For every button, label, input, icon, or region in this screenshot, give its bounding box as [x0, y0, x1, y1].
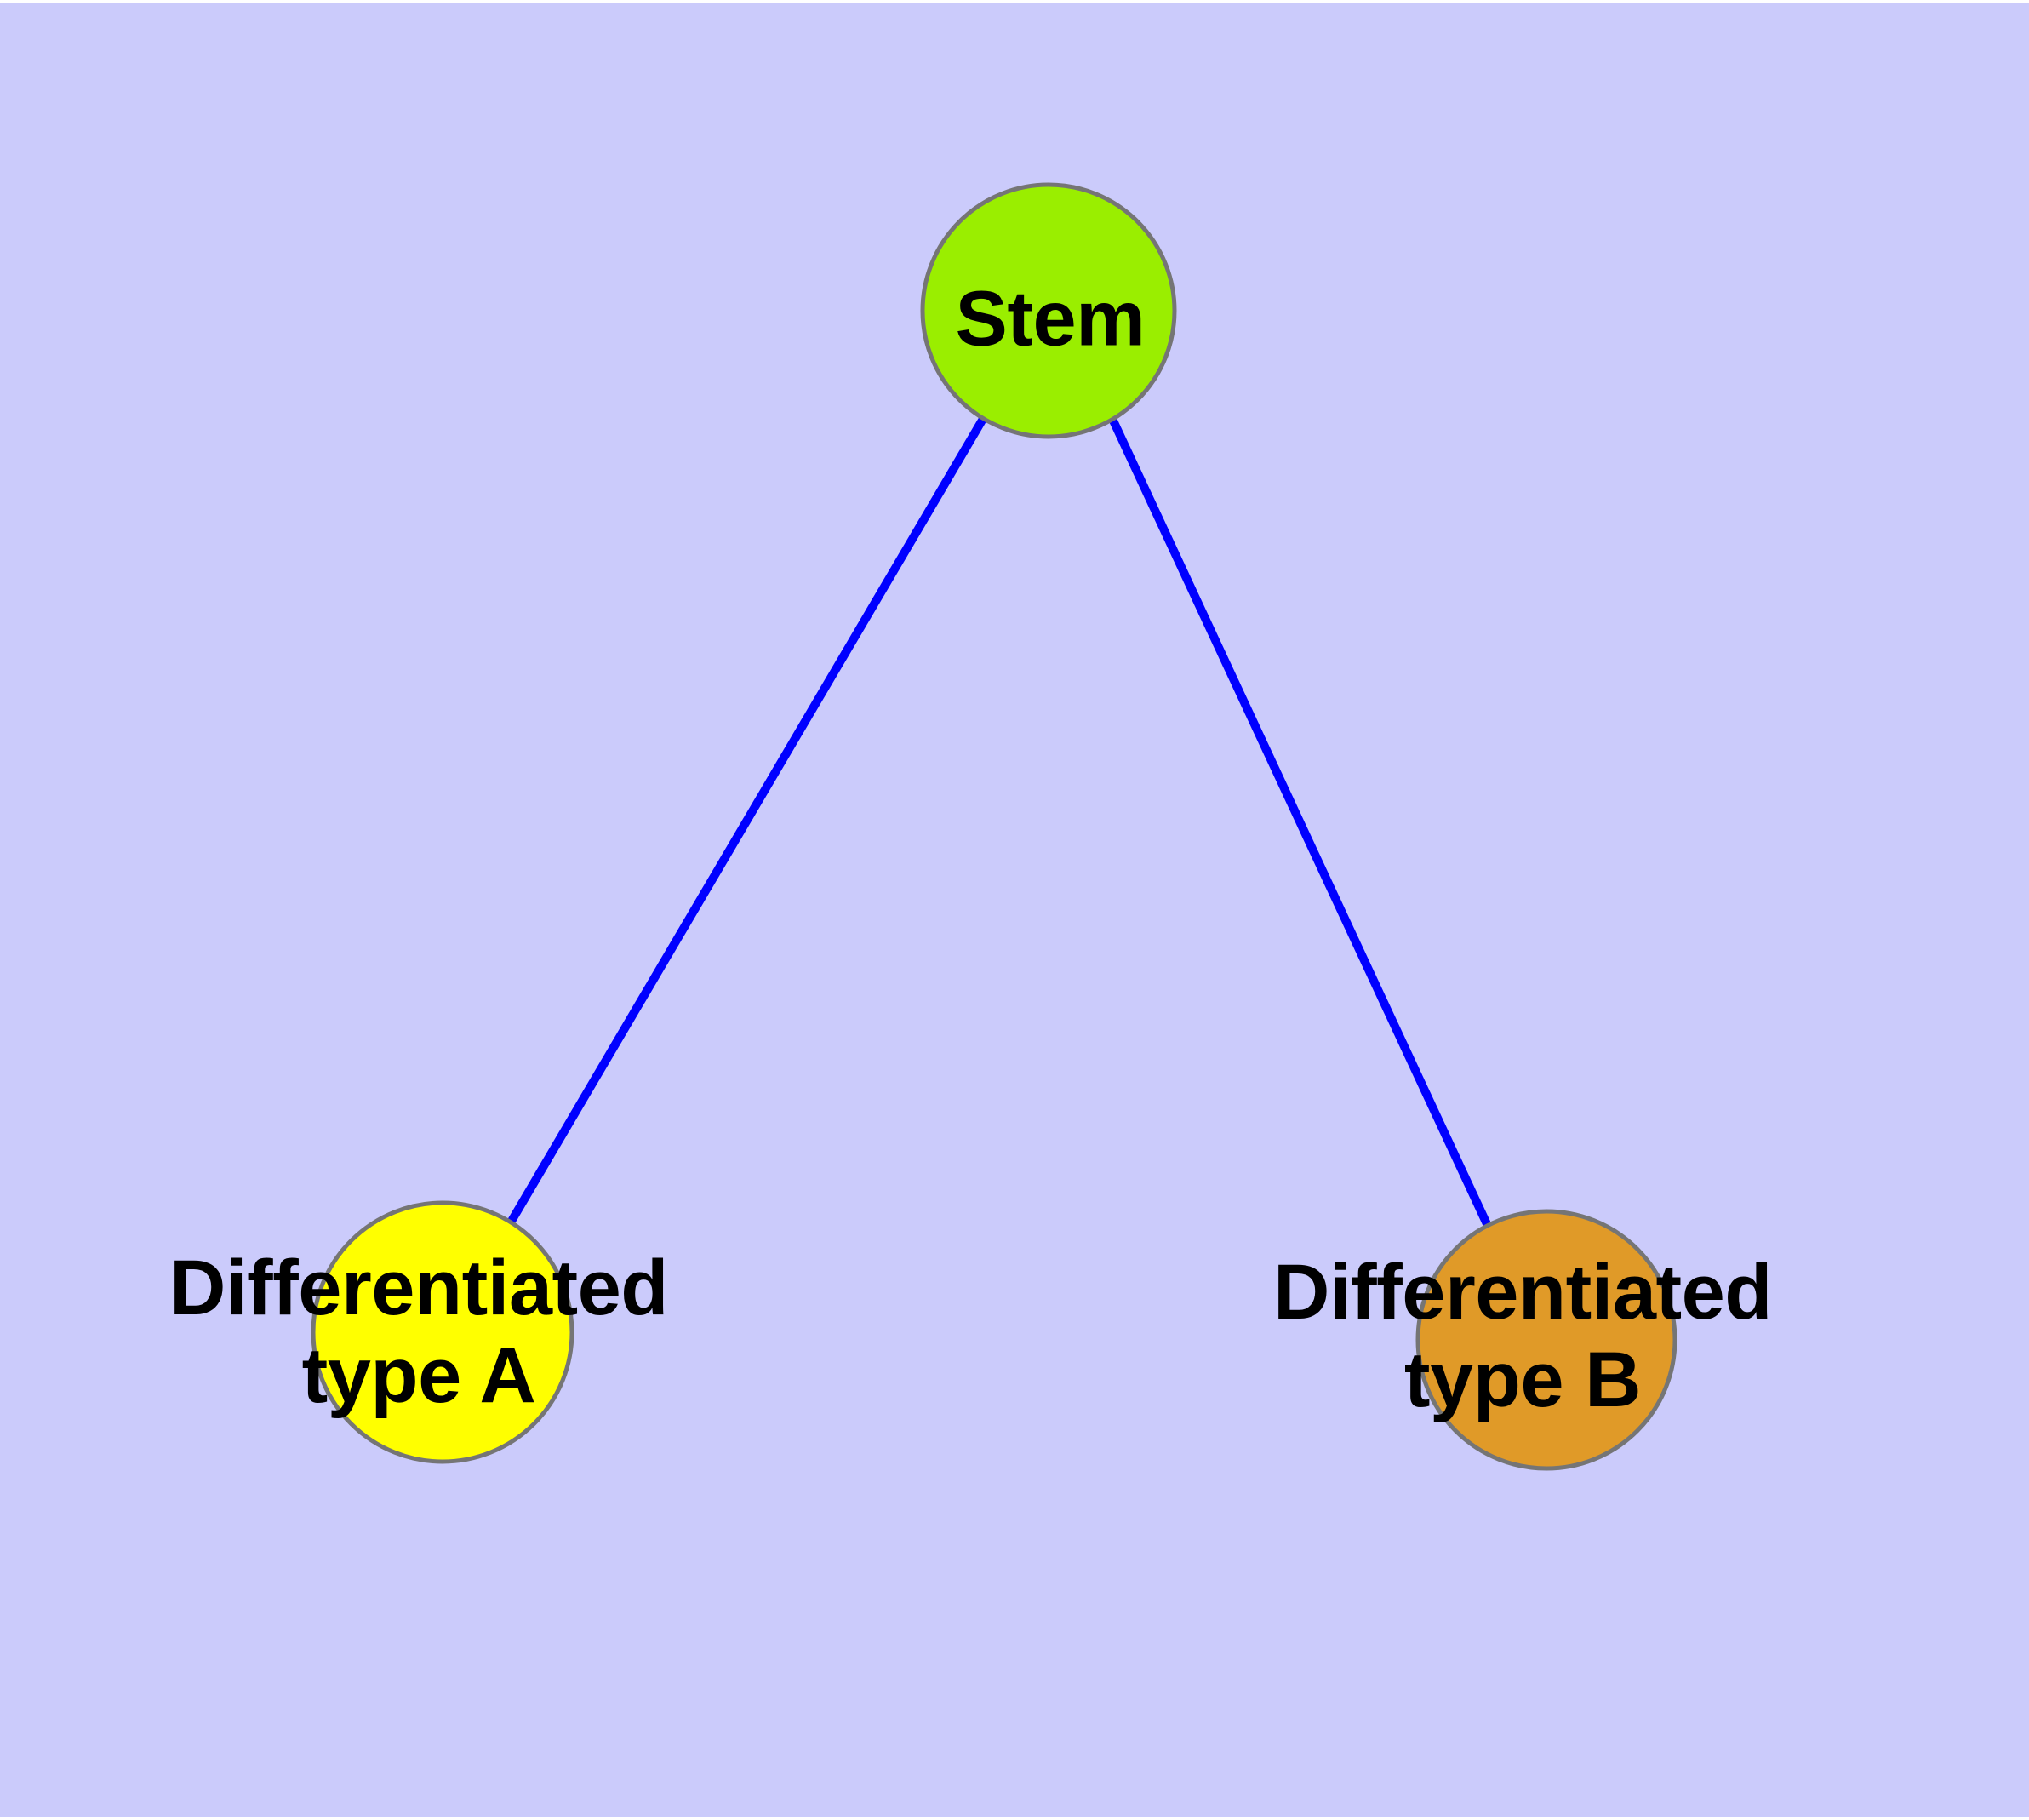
- node-differentiated-type-a[interactable]: [311, 1200, 574, 1464]
- node-stem[interactable]: [920, 182, 1177, 439]
- edge-layer: [506, 416, 1492, 1228]
- node-differentiated-type-b[interactable]: [1415, 1209, 1677, 1471]
- node-layer: [311, 182, 1677, 1471]
- edge-stem-to-differentiated-type-b: [1108, 416, 1492, 1228]
- edge-stem-to-differentiated-type-a: [506, 416, 987, 1225]
